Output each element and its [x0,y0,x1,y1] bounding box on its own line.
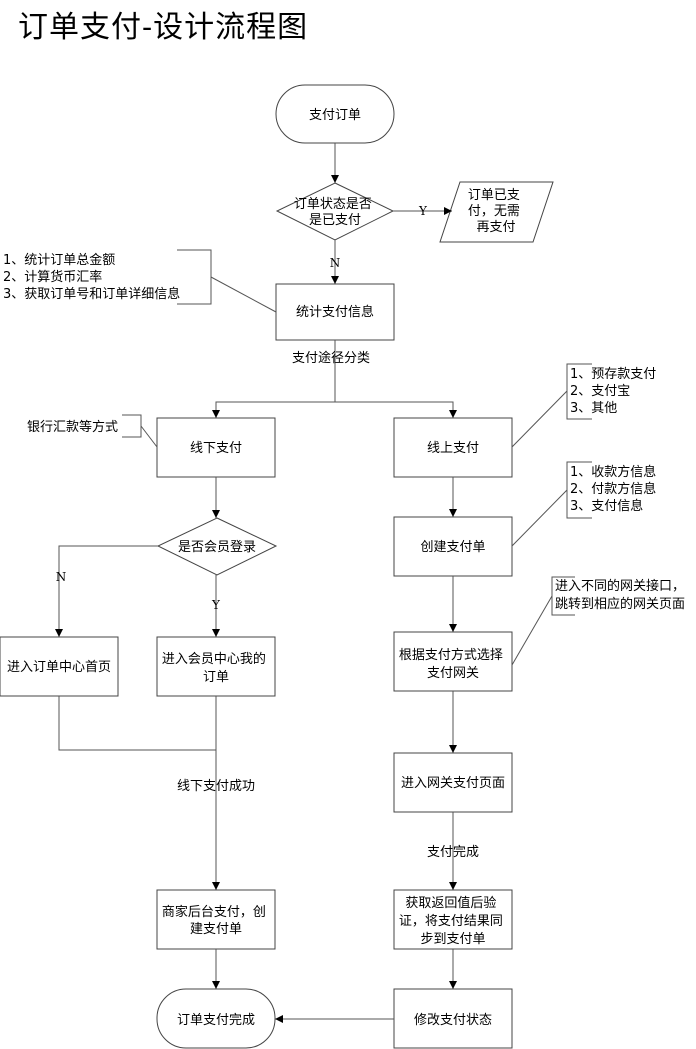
edge-label-payment-done: 支付完成 [427,845,479,860]
node-end-text: 订单支付完成 [177,1013,255,1028]
node-already-paid-text: 订单已支 付，无需 再支付 [468,188,524,235]
node-order-center-text: 进入订单中心首页 [7,660,111,675]
annotation-gateway: 进入不同的网关接口， 跳转到相应的网关页面 [555,578,689,612]
node-verify-sync-text: 获取返回值后验 证，将支付结果同 步到支付单 [399,895,507,947]
edge-label-no-paid: N [330,256,341,270]
edge-route-online [335,401,457,418]
node-select-gateway-shape [393,631,513,692]
edge-label-member-no: N [56,570,67,584]
edge-route-offline [212,340,336,418]
node-check-paid-text: 订单状态是否 是已支付 [294,197,376,228]
diagram-title: 订单支付-设计流程图 [18,10,309,45]
node-member-check-text: 是否会员登录 [178,540,256,555]
edge-label-payment-route: 支付途径分类 [292,350,370,366]
node-already-paid-shape [439,181,554,243]
node-update-status-shape [393,988,513,1049]
node-offline-pay-shape [156,417,276,478]
node-merchant-backend-shape [156,889,276,950]
node-order-center-shape [0,636,119,697]
annotation-bracket-offline [122,414,142,438]
node-member-check-shape [156,517,278,576]
node-create-payment-text: 创建支付单 [420,540,485,555]
annotation-create-payment: 1、收款方信息 2、付款方信息 3、支付信息 [570,464,660,514]
annotation-leader-gateway [511,595,553,666]
annotation-online: 1、预存款支付 2、支付宝 3、其他 [570,367,660,416]
annotation-leader-offline [140,425,158,448]
node-online-pay-shape [393,417,513,478]
annotation-leader-collect [210,276,277,313]
edge-merge-left [58,696,216,751]
node-member-orders-text: 进入会员中心我的 订单 [162,651,270,685]
node-collect-info-text: 统计支付信息 [296,304,374,320]
edge-member-no [55,545,158,637]
node-start-text: 支付订单 [309,108,361,123]
edge-label-offline-success: 线下支付成功 [177,779,255,794]
annotation-bracket-collect [177,249,212,305]
edge-label-member-yes: Y [211,598,221,612]
node-offline-pay-text: 线下支付 [190,441,242,456]
node-select-gateway-text: 根据支付方式选择 支付网关 [399,647,507,681]
node-gateway-page-text: 进入网关支付页面 [401,776,505,791]
edge-label-yes-paid: Y [418,204,428,218]
node-online-pay-text: 线上支付 [427,441,479,456]
node-merchant-backend-text: 商家后台支付，创 建支付单 [162,904,270,937]
node-update-status-text: 修改支付状态 [414,1013,492,1028]
annotation-collect-info: 1、统计订单总金额 2、计算货币汇率 3、获取订单号和订单详细信息 [3,252,180,302]
node-verify-sync-shape [393,889,513,950]
annotation-offline: 银行汇款等方式 [27,419,118,435]
annotation-leader-create [511,489,568,547]
annotation-leader-online [511,390,568,448]
